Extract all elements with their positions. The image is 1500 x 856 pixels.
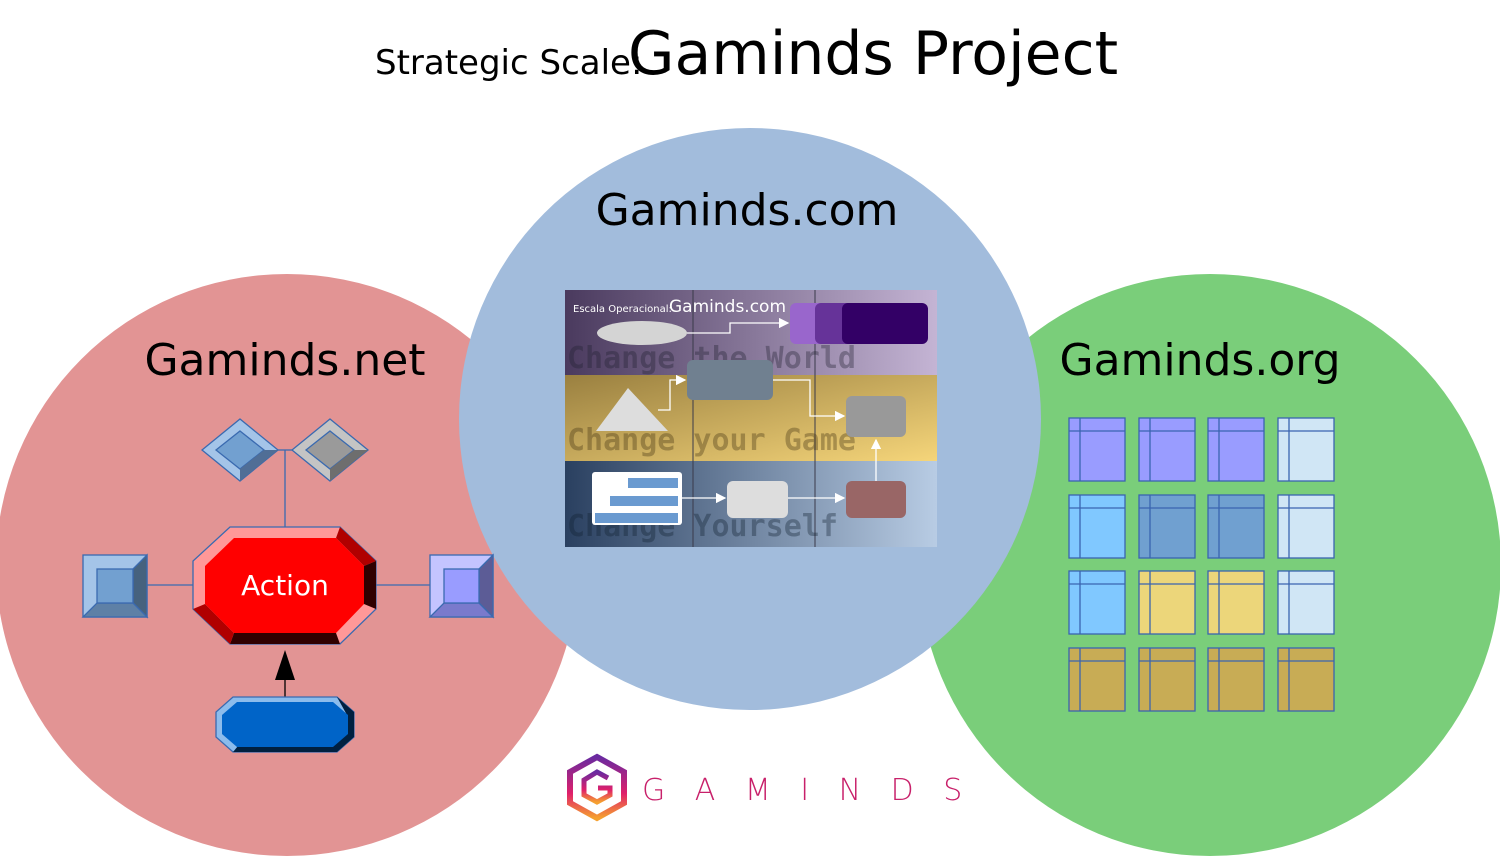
- square-lavender-icon: [428, 553, 495, 619]
- circle-gaminds-org: [919, 274, 1500, 856]
- net-diagram: Action: [81, 418, 495, 753]
- title-main: Gaminds Project: [628, 19, 1118, 89]
- logo-wordmark: G A M I N D S: [642, 773, 972, 808]
- label-gaminds-org: Gaminds.org: [1059, 335, 1340, 386]
- org-tile: [1068, 647, 1126, 712]
- org-tile: [1207, 570, 1265, 635]
- preview-heading-main: Gaminds.com: [669, 297, 786, 317]
- org-tile: [1068, 570, 1126, 635]
- blue-octagon-node: [215, 696, 355, 753]
- title-prefix: Strategic Scale:: [375, 43, 642, 83]
- org-tile-grid: [1068, 417, 1335, 712]
- org-tile: [1277, 494, 1335, 559]
- square-blue-icon: [81, 553, 149, 619]
- operational-scale-preview: Change the World Change your Game Change…: [565, 290, 937, 547]
- org-tile: [1068, 417, 1126, 482]
- arrow-up-icon: [275, 650, 295, 680]
- action-node[interactable]: Action: [192, 526, 377, 645]
- org-tile: [1138, 417, 1196, 482]
- gaminds-hex-logo-icon: [567, 753, 627, 822]
- org-tile: [1207, 494, 1265, 559]
- org-tile: [1277, 417, 1335, 482]
- preview-heading-prefix: Escala Operacional:: [573, 304, 672, 315]
- org-tile: [1138, 570, 1196, 635]
- diamond-gray-icon: [290, 418, 370, 482]
- diamond-blue-icon: [200, 418, 280, 482]
- org-tile: [1207, 417, 1265, 482]
- org-tile: [1138, 647, 1196, 712]
- org-tile: [1277, 647, 1335, 712]
- org-tile: [1277, 570, 1335, 635]
- org-tile: [1068, 494, 1126, 559]
- org-tile: [1138, 494, 1196, 559]
- label-gaminds-net: Gaminds.net: [144, 335, 425, 386]
- gaminds-logo: G A M I N D S: [567, 753, 972, 822]
- org-tile: [1207, 647, 1265, 712]
- label-gaminds-com: Gaminds.com: [596, 185, 899, 236]
- action-label: Action: [241, 569, 329, 602]
